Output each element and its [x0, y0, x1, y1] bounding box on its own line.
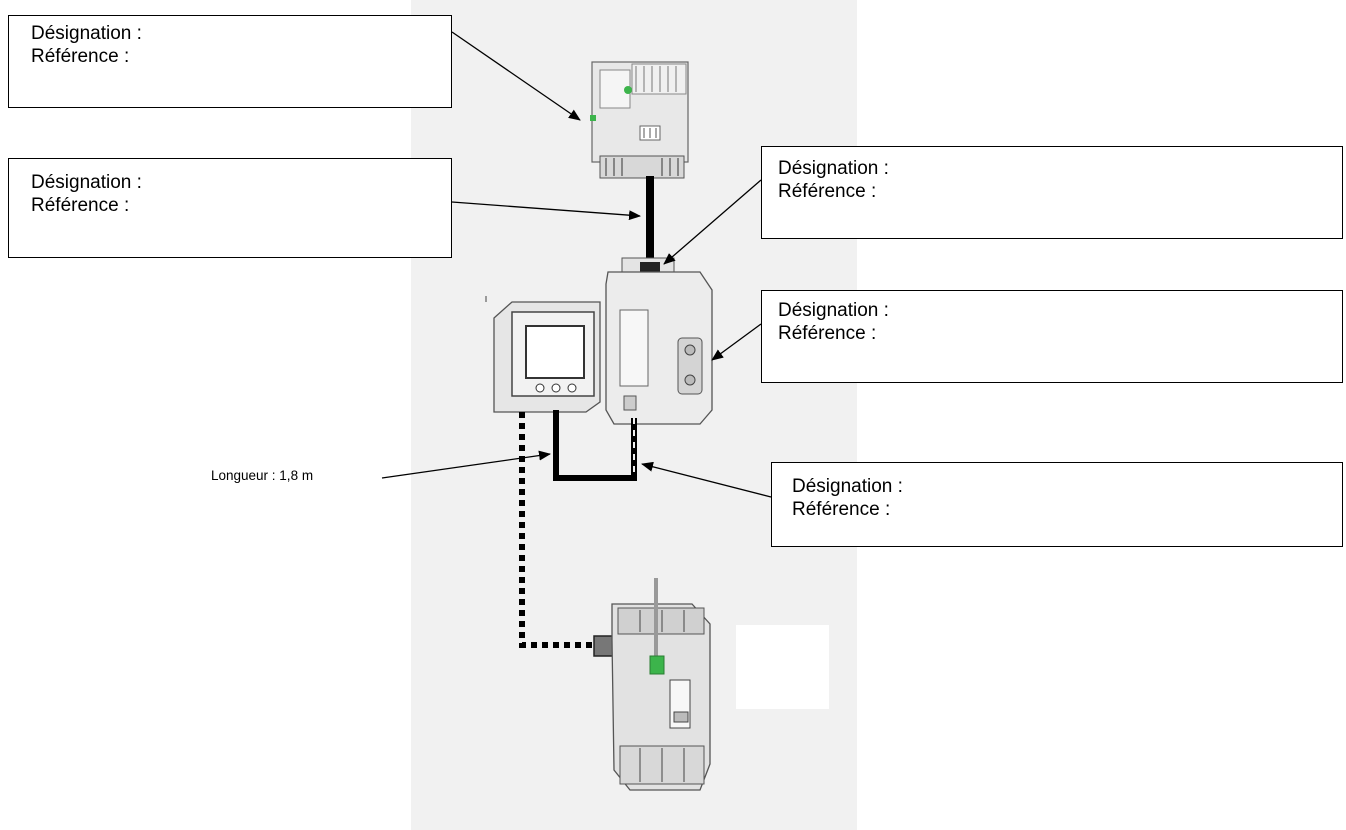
- reference-label: Référence :: [778, 323, 877, 344]
- label-box-supply-cable: Désignation : Référence :: [8, 158, 452, 258]
- arrow-connector: [663, 179, 762, 265]
- interface-module: [605, 257, 713, 425]
- arrow-power-supply: [451, 31, 581, 121]
- arrow-length: [381, 450, 551, 479]
- cable-length-label: Longueur : 1,8 m: [211, 468, 314, 483]
- designation-label: Désignation :: [31, 23, 142, 44]
- power-supply-module: [590, 61, 689, 179]
- circuit-breaker: [611, 578, 711, 791]
- breaker-connector: [593, 635, 615, 657]
- arrow-supply-cable: [451, 201, 641, 221]
- reference-label: Référence :: [778, 181, 877, 202]
- label-box-cable: Désignation : Référence :: [771, 462, 1343, 547]
- arrow-interface-module: [711, 323, 762, 361]
- label-box-power-supply: Désignation : Référence :: [8, 15, 452, 108]
- designation-label: Désignation :: [778, 158, 889, 179]
- blank-square: [736, 625, 829, 709]
- reference-label: Référence :: [792, 499, 891, 520]
- designation-label: Désignation :: [792, 476, 903, 497]
- display-unit: [485, 296, 601, 413]
- label-box-connector: Désignation : Référence :: [761, 146, 1343, 239]
- reference-label: Référence :: [31, 46, 130, 67]
- designation-label: Désignation :: [778, 300, 889, 321]
- label-box-interface-module: Désignation : Référence :: [761, 290, 1343, 383]
- reference-label: Référence :: [31, 195, 130, 216]
- arrow-cable: [641, 461, 772, 498]
- breaker-cable: [519, 412, 600, 648]
- designation-label: Désignation :: [31, 172, 142, 193]
